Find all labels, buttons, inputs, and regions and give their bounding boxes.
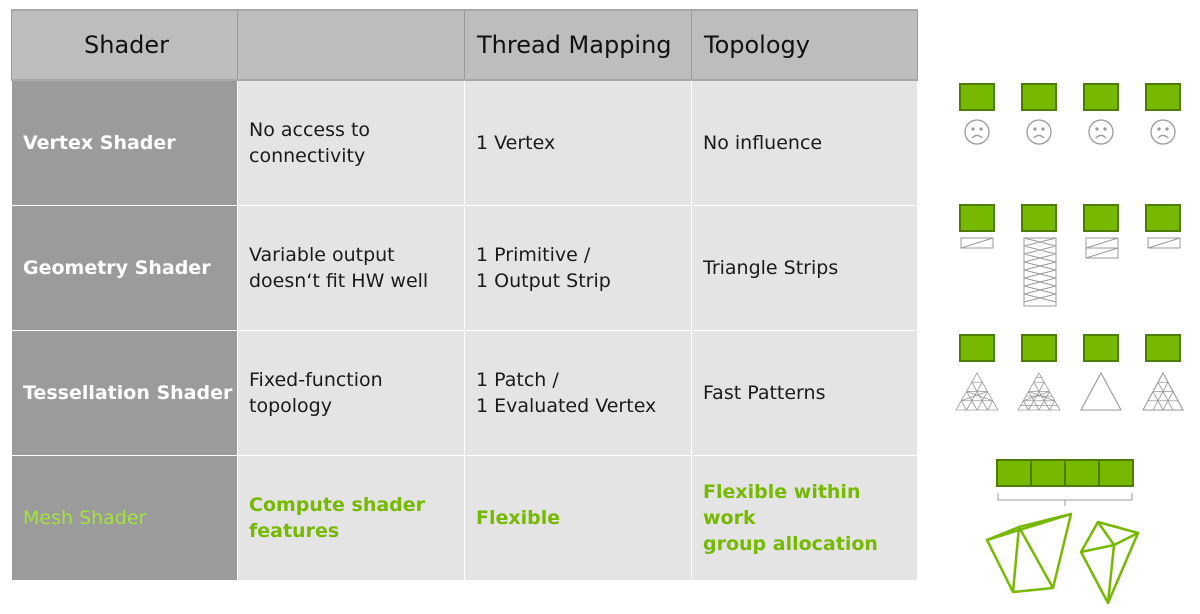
thread-block-icon: [1145, 334, 1181, 362]
illustrations-svg: [955, 83, 1184, 605]
thread-block-icon: [1021, 204, 1057, 232]
sad-face-icon: [1088, 119, 1114, 145]
triangle-strip-icon: [1023, 237, 1057, 307]
cell-description: Compute shader features: [237, 455, 465, 581]
row-label: Tessellation Shader: [11, 330, 238, 456]
row-mesh-shader: Mesh Shader Compute shader features Flex…: [11, 455, 918, 581]
brace-icon: [997, 493, 1133, 506]
cell-topology: Flexible within work group allocation: [691, 455, 918, 581]
tessellated-triangle-icon: [955, 372, 999, 411]
plain-triangle-icon: [1080, 371, 1122, 411]
header-thread-mapping: Thread Mapping: [464, 9, 692, 81]
triangle-strip-icon: [960, 237, 994, 249]
cell-thread-mapping: Flexible: [464, 455, 692, 581]
thread-block-icon: [1083, 204, 1119, 232]
thread-block-icon: [959, 334, 995, 362]
thread-block-icon: [959, 83, 995, 111]
cell-thread-mapping: 1 Primitive / 1 Output Strip: [464, 205, 692, 331]
shader-comparison-table: Shader Thread Mapping Topology Vertex Sh…: [11, 9, 918, 581]
thread-block-icon: [959, 204, 995, 232]
thread-block-icon: [1021, 83, 1057, 111]
sad-face-icon: [964, 119, 990, 145]
geometry-illustration: [959, 204, 1181, 307]
cell-description: Fixed-function topology: [237, 330, 465, 456]
header-shader: Shader: [11, 9, 238, 81]
triangle-strip-icon: [1085, 237, 1119, 259]
cell-topology: No influence: [691, 79, 918, 206]
meshlet-icon: [985, 512, 1073, 594]
sad-face-icon: [1026, 119, 1052, 145]
row-vertex-shader: Vertex Shader No access to connectivity …: [11, 79, 918, 206]
header-row: Shader Thread Mapping Topology: [11, 9, 918, 81]
tessellation-illustration: [955, 334, 1184, 411]
cell-topology: Fast Patterns: [691, 330, 918, 456]
row-label: Mesh Shader: [11, 455, 238, 581]
header-topology: Topology: [691, 9, 918, 81]
workgroup-block-icon: [996, 459, 1134, 487]
header-description: [237, 9, 465, 81]
row-label: Vertex Shader: [11, 79, 238, 206]
vertex-illustration: [959, 83, 1181, 145]
sad-face-icon: [1150, 119, 1176, 145]
triangle-strip-icon: [1147, 237, 1181, 249]
illustrations-column: [935, 0, 1200, 614]
tessellated-triangle-icon: [1017, 372, 1061, 411]
meshlet-icon: [1079, 520, 1140, 605]
row-tessellation-shader: Tessellation Shader Fixed-function topol…: [11, 330, 918, 456]
thread-block-icon: [1083, 83, 1119, 111]
row-label: Geometry Shader: [11, 205, 238, 331]
cell-thread-mapping: 1 Patch / 1 Evaluated Vertex: [464, 330, 692, 456]
thread-block-icon: [1145, 83, 1181, 111]
cell-description: Variable output doesn‘t fit HW well: [237, 205, 465, 331]
row-geometry-shader: Geometry Shader Variable output doesn‘t …: [11, 205, 918, 331]
thread-block-icon: [1021, 334, 1057, 362]
subdivided-triangle-icon: [1142, 371, 1184, 411]
cell-description: No access to connectivity: [237, 79, 465, 206]
cell-topology: Triangle Strips: [691, 205, 918, 331]
thread-block-icon: [1145, 204, 1181, 232]
thread-block-icon: [1083, 334, 1119, 362]
cell-thread-mapping: 1 Vertex: [464, 79, 692, 206]
mesh-illustration: [985, 459, 1140, 605]
